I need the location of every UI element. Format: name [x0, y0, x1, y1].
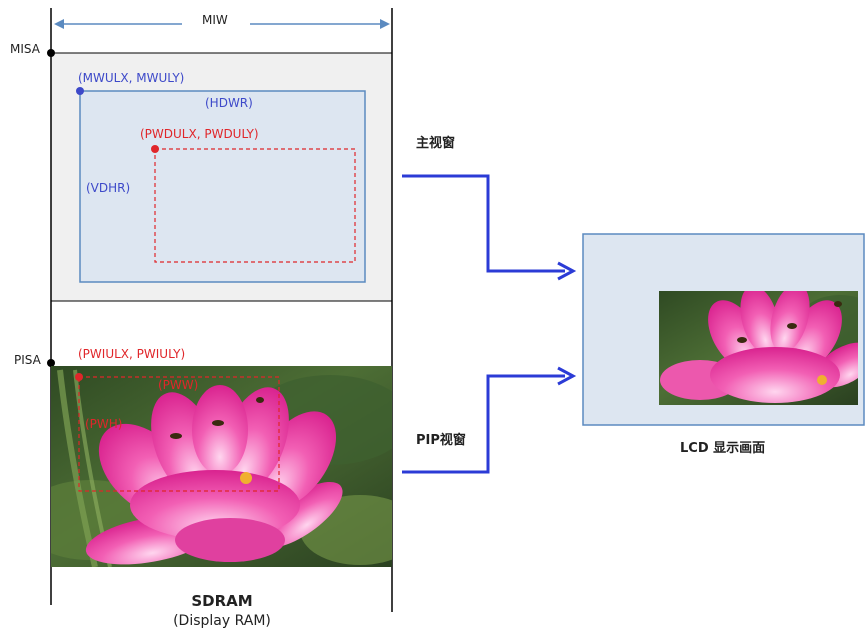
miw-label: MIW — [202, 13, 228, 27]
pisa-dot — [47, 359, 55, 367]
pip-source-photo — [51, 366, 392, 567]
pip-window-arrow-label: PIP视窗 — [416, 433, 466, 448]
main-window-arrow — [402, 174, 565, 273]
main-window-origin-dot — [76, 87, 84, 95]
main-window-origin-label: (MWULX, MWULY) — [78, 71, 185, 85]
main-window-arrowhead — [557, 261, 577, 281]
lcd-title: LCD 显示画面 — [680, 441, 766, 456]
pip-image-rect — [78, 376, 280, 492]
pip-display-rect — [154, 148, 356, 263]
miw-arrowhead-right — [380, 19, 390, 29]
lcd-pip-photo — [659, 291, 858, 405]
pip-display-origin-label: (PWDULX, PWDULY) — [140, 127, 259, 141]
pip-window-arrowhead — [557, 366, 577, 386]
main-window-height-label: (VDHR) — [86, 181, 131, 195]
main-window-arrow-label: 主视窗 — [416, 136, 456, 151]
sdram-subtitle: (Display RAM) — [173, 613, 271, 629]
pip-image-width-label: (PWW) — [158, 378, 199, 392]
pip-image-height-label: (PWH) — [85, 417, 123, 431]
pisa-label: PISA — [14, 353, 41, 367]
sdram-title: SDRAM — [191, 592, 253, 610]
pip-image-origin-dot — [75, 373, 83, 381]
miw-arrowhead-left — [54, 19, 64, 29]
pip-image-origin-label: (PWIULX, PWIULY) — [78, 347, 186, 361]
main-window-rect — [79, 90, 366, 283]
pip-display-origin-dot — [151, 145, 159, 153]
pip-window-arrow — [402, 374, 565, 474]
misa-label: MISA — [10, 42, 40, 56]
main-window-width-label: (HDWR) — [205, 96, 253, 110]
misa-dot — [47, 49, 55, 57]
